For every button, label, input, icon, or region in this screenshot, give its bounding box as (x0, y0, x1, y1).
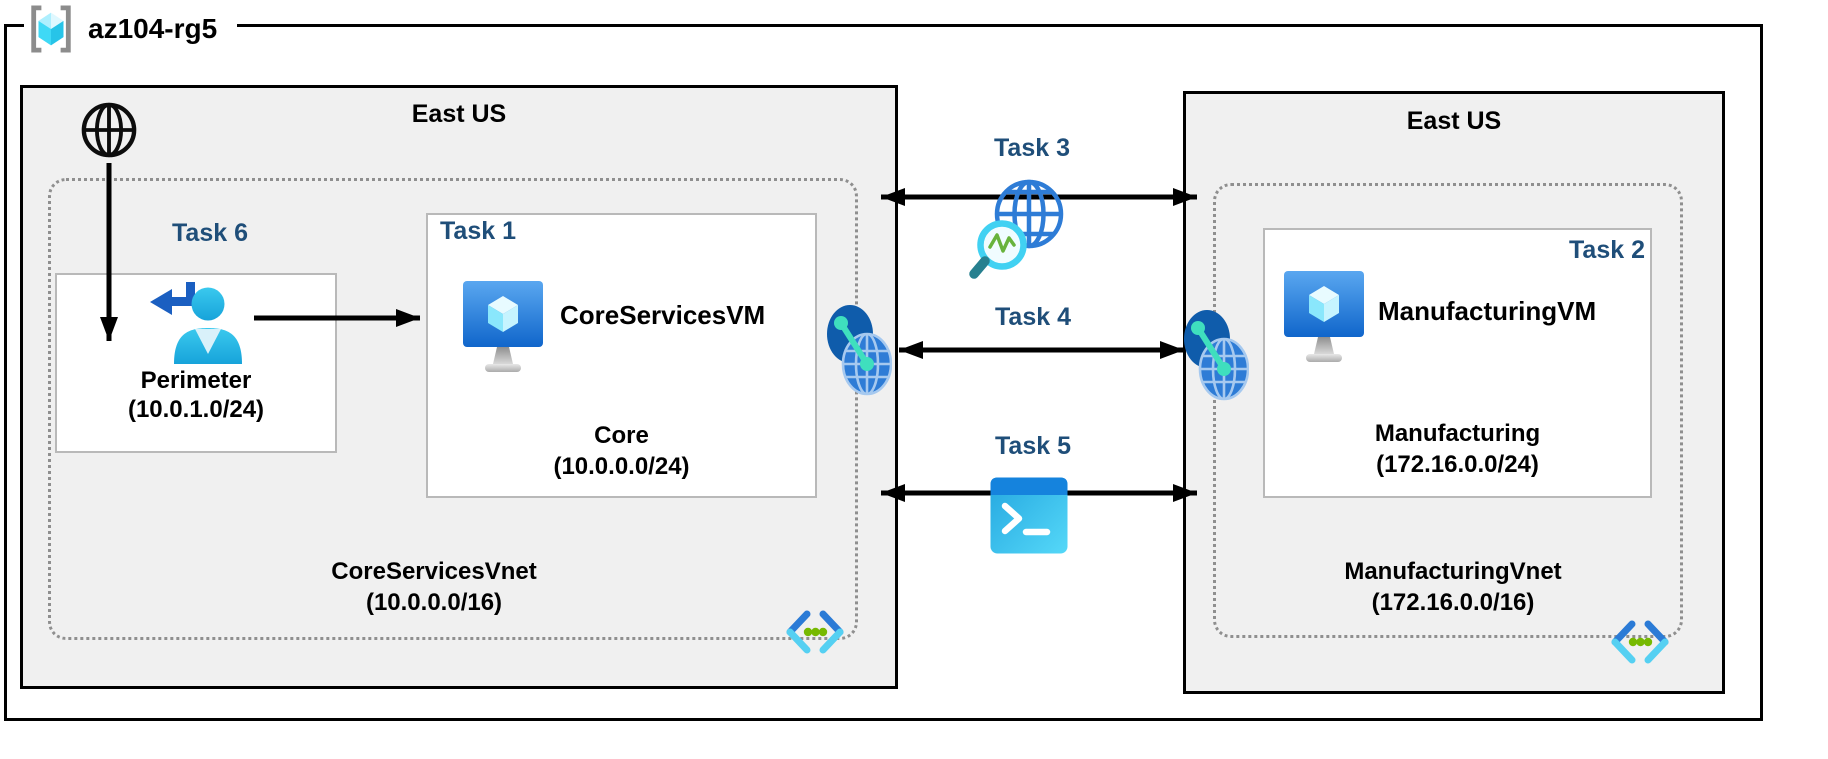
resource-group-box (4, 24, 1763, 721)
manufacturing-vnet-name: ManufacturingVnet (1344, 558, 1562, 585)
task1-label: Task 1 (440, 217, 516, 245)
network-watcher-icon (969, 179, 1064, 279)
task6-label: Task 6 (172, 219, 248, 247)
manufacturing-vm-name: ManufacturingVM (1378, 296, 1597, 326)
perimeter-subnet-name: Perimeter (140, 367, 252, 394)
vnet-peering-icon-right (1183, 308, 1249, 402)
cloud-shell-icon (990, 477, 1068, 554)
task1-box (426, 213, 817, 498)
manufacturing-vnet-box (1213, 183, 1683, 638)
vnet-peering-icon-left (826, 303, 892, 397)
region-title-left: East US (411, 100, 507, 128)
manufacturing-subnet-cidr: (172.16.0.0/24) (1376, 451, 1539, 478)
region-title-right: East US (1406, 107, 1502, 135)
virtual-machine-icon (1283, 270, 1365, 370)
virtual-network-icon (783, 608, 847, 656)
resource-group-label: az104-rg5 (24, 2, 238, 56)
task4-label: Task 4 (995, 303, 1071, 331)
core-services-vnet-cidr: (10.0.0.0/16) (365, 589, 503, 616)
perimeter-subnet-cidr: (10.0.1.0/24) (127, 396, 265, 423)
manufacturing-vnet-label: ManufacturingVnet (172.16.0.0/16) (1253, 556, 1653, 618)
core-services-vnet-label: CoreServicesVnet (10.0.0.0/16) (234, 556, 634, 618)
manufacturing-subnet-name: Manufacturing (1374, 420, 1541, 447)
core-subnet-label: Core (10.0.0.0/24) (426, 420, 817, 482)
manufacturing-subnet-label: Manufacturing (172.16.0.0/24) (1263, 418, 1652, 480)
core-services-vnet-box (48, 178, 858, 640)
virtual-machine-icon (462, 280, 544, 380)
task5-label: Task 5 (995, 432, 1071, 460)
internet-icon (81, 102, 137, 158)
manufacturing-vnet-cidr: (172.16.0.0/16) (1371, 589, 1535, 616)
resource-group-name: az104-rg5 (88, 13, 218, 44)
core-subnet-cidr: (10.0.0.0/24) (553, 453, 690, 480)
virtual-network-icon (1608, 618, 1672, 666)
task3-label: Task 3 (994, 134, 1070, 162)
core-subnet-name: Core (594, 422, 649, 449)
core-services-vm-name: CoreServicesVM (560, 300, 766, 330)
user-signin-icon (150, 282, 242, 364)
core-services-vnet-name: CoreServicesVnet (331, 558, 537, 585)
resource-group-icon (31, 5, 71, 53)
perimeter-subnet-label: Perimeter (10.0.1.0/24) (55, 366, 337, 424)
task2-label: Task 2 (1569, 236, 1645, 264)
